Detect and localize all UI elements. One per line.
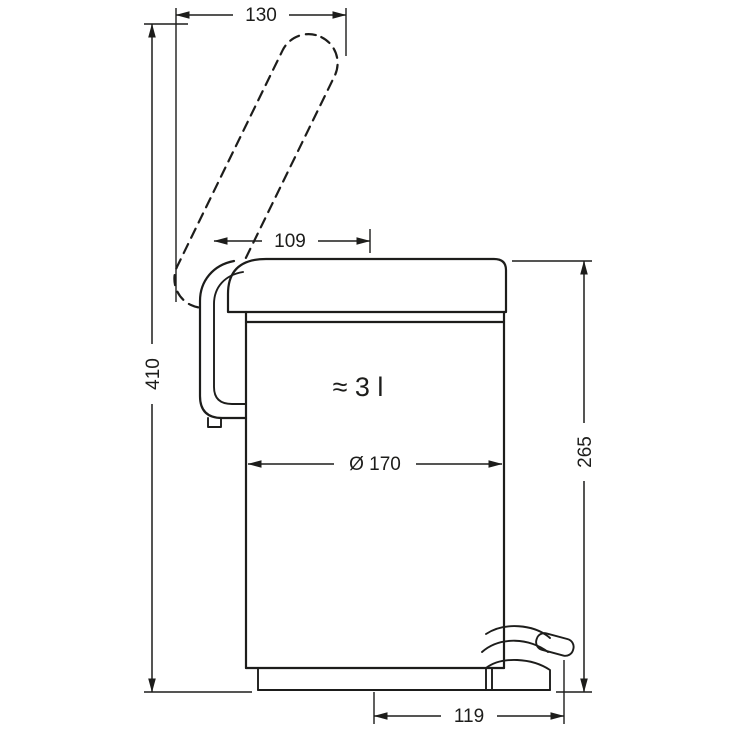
dim-value-total-height: 410 <box>143 358 164 390</box>
hinge-bracket-outline <box>198 259 248 420</box>
dim-lid-open-width: 130 <box>175 2 347 302</box>
rotated-label-group: 265 <box>575 436 596 468</box>
pedal-mid-link <box>481 639 549 653</box>
dim-value-pedal-depth: 119 <box>454 706 484 727</box>
hinge-bracket <box>198 259 248 428</box>
dim-value-body-height: 265 <box>575 436 596 468</box>
dim-value-lid-depth: 109 <box>274 231 306 252</box>
rotated-label-group: 410 <box>143 358 164 390</box>
dim-pedal-depth: 119 <box>373 660 565 728</box>
label-mask <box>233 2 289 27</box>
pedal-foot-housing <box>485 658 551 691</box>
bin-body <box>244 310 506 691</box>
pedal-rod-notch <box>207 417 222 428</box>
dim-diameter: Ø 170 <box>247 451 503 477</box>
dim-total-height: 410 <box>139 23 252 693</box>
hinge-bracket-fill <box>200 261 246 418</box>
dim-value-diameter: Ø 170 <box>349 454 401 475</box>
dim-value-lid-open-width: 130 <box>245 5 277 26</box>
lid-rim <box>226 257 508 314</box>
pedal-upper-link <box>485 625 551 639</box>
label-mask <box>334 451 416 477</box>
capacity-label: ≈ 3 l <box>333 372 384 402</box>
dim-body-height: 265 <box>512 260 597 693</box>
label-mask <box>139 344 165 404</box>
open-lid-shape <box>173 33 339 309</box>
label-mask <box>441 703 497 728</box>
dim-lid-depth: 109 <box>213 228 371 253</box>
pedal-pad <box>535 632 575 657</box>
hinge-bracket-inner-line <box>213 271 247 405</box>
foot-pedal <box>481 625 575 691</box>
label-mask <box>262 228 318 253</box>
label-mask <box>571 423 597 481</box>
lid-rim-outline <box>226 257 508 314</box>
open-lid-dashed-outline <box>173 33 339 309</box>
